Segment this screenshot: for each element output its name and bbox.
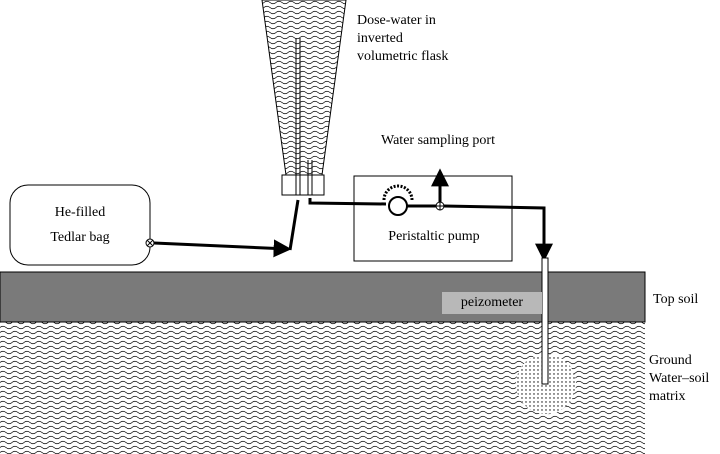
- outlet-tubing: [443, 204, 553, 262]
- ground-label-line1: Ground: [649, 353, 692, 368]
- peristaltic-pump: [353, 175, 513, 262]
- pump-label: Peristaltic pump: [388, 229, 480, 244]
- inverted-flask: [261, 0, 347, 176]
- bag-label-line1: He-filled: [54, 205, 106, 220]
- gas-tubing: [153, 239, 292, 258]
- bag-label-line2: Tedlar bag: [50, 230, 110, 245]
- flask-label-line1: Dose-water in: [357, 13, 436, 28]
- flask-label-line2: inverted: [357, 31, 403, 46]
- piezometer-label-box: [442, 292, 542, 314]
- ground-label-line3: matrix: [649, 389, 686, 404]
- piezometer-label: peizometer: [460, 295, 524, 310]
- ground-label-line2: Water–soil: [649, 371, 710, 386]
- tedlar-bag: [9, 184, 151, 266]
- top-soil-label: Top soil: [653, 292, 699, 307]
- piezometer: [541, 257, 549, 385]
- water-tubing: [308, 198, 387, 206]
- flask-label-line3: volumetric flask: [357, 49, 449, 64]
- pump-head-icon: [382, 184, 414, 201]
- sampling-port-label: Water sampling port: [381, 133, 495, 148]
- flask-neck: [281, 174, 325, 196]
